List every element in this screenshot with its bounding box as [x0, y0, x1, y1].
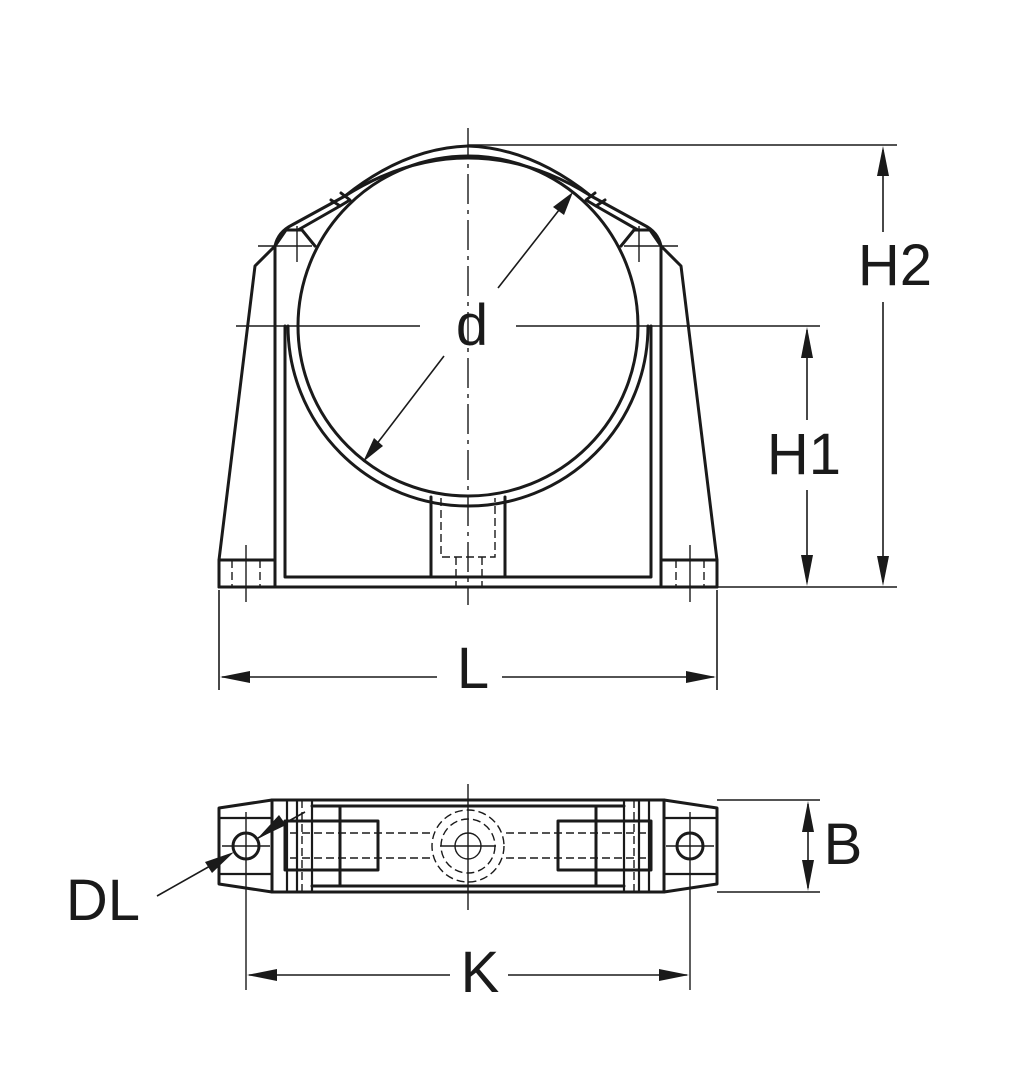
dim-h1-arrow-bottom — [801, 555, 813, 586]
dim-l-arrow-left — [220, 671, 250, 683]
hook-right — [619, 228, 663, 248]
top-view: DL B K — [66, 784, 862, 1005]
label-h1: H1 — [767, 422, 841, 487]
hook-left — [273, 228, 317, 248]
notch-left — [329, 191, 352, 208]
block-left — [283, 819, 380, 872]
label-l: L — [457, 636, 489, 701]
label-d: d — [456, 293, 488, 358]
label-dl: DL — [66, 868, 140, 933]
inner-cradle — [283, 324, 653, 579]
block-right — [556, 819, 653, 872]
label-k: K — [461, 940, 500, 1005]
front-view: d H2 H1 L — [217, 128, 932, 701]
notch-right — [584, 191, 607, 208]
label-b: B — [824, 812, 863, 877]
label-h2: H2 — [858, 233, 932, 298]
dim-dl-arrow-in — [205, 852, 234, 873]
dim-b-arrow-bottom — [802, 860, 814, 891]
dim-k-arrow-left — [247, 969, 277, 981]
top-outline — [217, 798, 719, 894]
dim-k-arrow-right — [659, 969, 689, 981]
dim-h2-arrow-top — [877, 146, 889, 176]
center-boss — [429, 495, 507, 579]
dim-d-line-lower — [365, 355, 445, 459]
dim-l-arrow-right — [686, 671, 716, 683]
ribs-right — [622, 800, 651, 892]
dim-h2-arrow-bottom — [877, 556, 889, 586]
dim-dl-arrow-out — [257, 815, 286, 839]
dim-d-arrow-lower — [363, 438, 383, 462]
ribs-left — [285, 800, 314, 892]
dim-d-arrow-upper — [553, 192, 573, 215]
strap-top — [296, 204, 640, 232]
dim-b-arrow-top — [802, 801, 814, 832]
dim-h1-arrow-top — [801, 327, 813, 358]
dim-d-line-upper — [497, 195, 571, 289]
